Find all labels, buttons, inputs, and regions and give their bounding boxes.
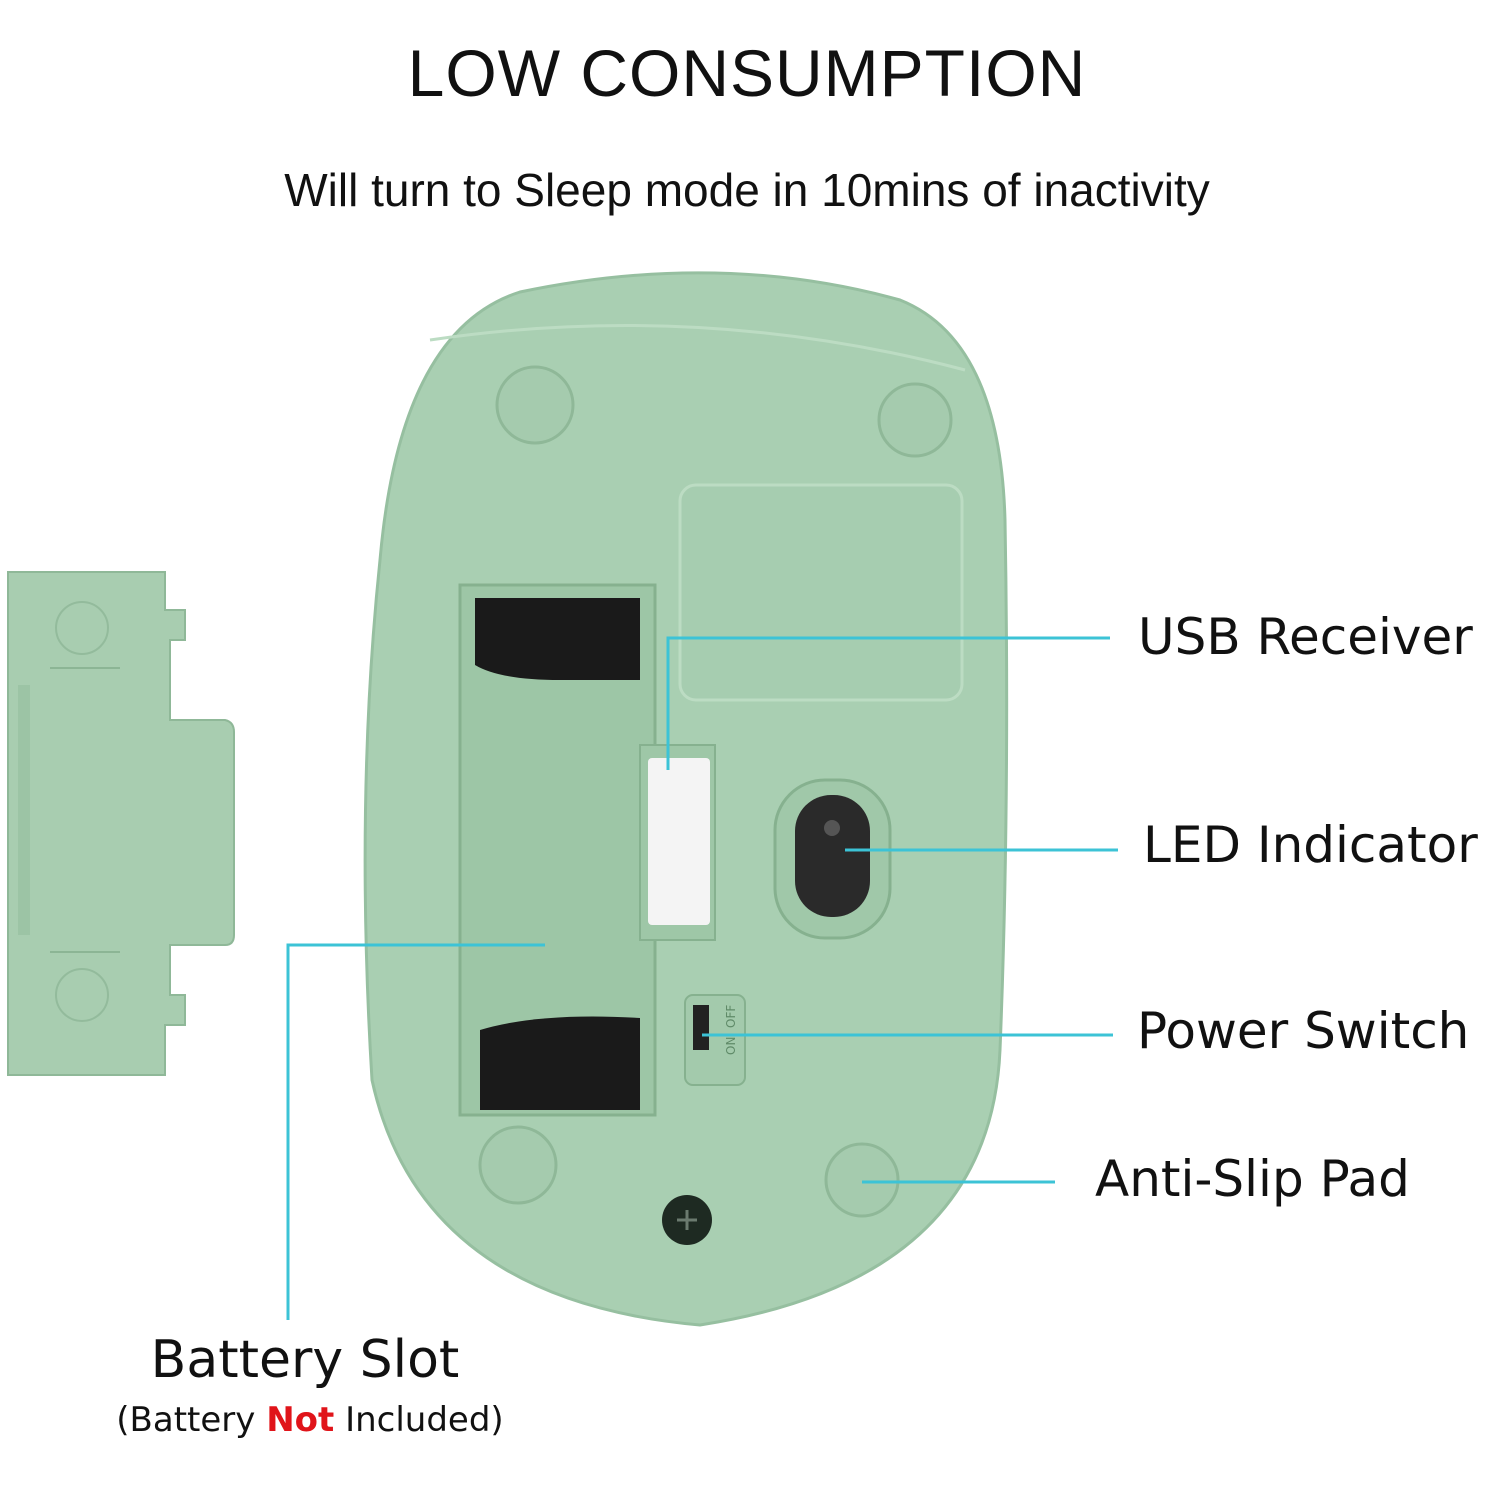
battery-cover <box>7 571 235 1076</box>
anti-slip-pad <box>495 365 575 445</box>
battery-note: (Battery Not Included) <box>100 1400 520 1440</box>
anti-slip-pad-label: Anti-Slip Pad <box>1095 1150 1410 1208</box>
page-title: LOW CONSUMPTION <box>407 36 1087 110</box>
anti-slip-pad <box>478 1125 558 1205</box>
anti-slip-pad <box>877 382 953 458</box>
usb-receiver <box>648 758 710 925</box>
led-indicator-label: LED Indicator <box>1143 816 1478 874</box>
switch-label: ON <box>724 1037 738 1055</box>
battery-callout-line <box>286 943 545 1320</box>
battery-note-emphasis: Not <box>266 1400 335 1440</box>
mouse-body: ON OFF <box>363 271 1009 1327</box>
battery-note-open: (Battery <box>116 1400 267 1440</box>
usb-callout-line <box>666 636 1110 770</box>
anti-slip-pad <box>824 1142 900 1218</box>
page-subtitle: Will turn to Sleep mode in 10mins of ina… <box>284 164 1210 216</box>
callout-lines <box>286 636 1118 1320</box>
switch-label: OFF <box>724 1005 738 1028</box>
usb-receiver-label: USB Receiver <box>1138 608 1473 666</box>
battery-slot-label: Battery Slot <box>150 1330 460 1390</box>
power-switch-label: Power Switch <box>1137 1002 1470 1060</box>
battery-note-close: Included) <box>334 1400 504 1440</box>
led-indicator <box>795 795 870 917</box>
